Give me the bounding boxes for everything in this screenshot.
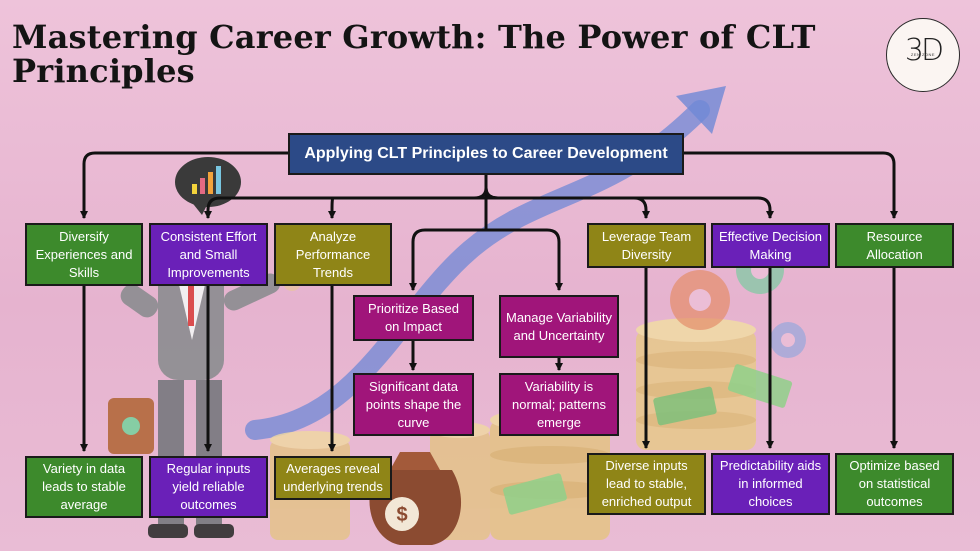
outcome-label: Regular inputs yield reliable outcomes	[166, 461, 251, 512]
banknote	[727, 364, 793, 408]
root-node: Applying CLT Principles to Career Develo…	[288, 133, 684, 175]
connector-root-to-consistent	[204, 187, 488, 219]
banknote	[503, 473, 567, 515]
outcome-analyze-trends: Averages reveal underlying trends	[274, 456, 392, 500]
root-node-label: Applying CLT Principles to Career Develo…	[304, 145, 668, 162]
logo-wordmark: ZEN ZONE	[910, 52, 936, 57]
outcome-label: Predictability aids in informed choices	[719, 458, 822, 509]
gear-icon-blue	[770, 322, 806, 358]
branch-label: Resource Allocation	[866, 228, 923, 262]
connector-root-to-resource	[684, 151, 898, 219]
logo: 3D ZEN ZONE	[886, 18, 960, 92]
money-bag-icon: $	[369, 452, 462, 545]
branch-resource-allocation: Resource Allocation	[835, 223, 954, 268]
connector-root-to-analyze	[328, 187, 499, 219]
outcome-label: Variety in data leads to stable average	[42, 461, 126, 512]
branch-diversify: Diversify Experiences and Skills	[25, 223, 143, 286]
outcome-label: Optimize based on statistical outcomes	[849, 458, 940, 509]
branch-label: Prioritize Based on Impact	[367, 301, 460, 334]
outcome-resource-allocation: Optimize based on statistical outcomes	[835, 453, 954, 515]
outcome-decision-making: Predictability aids in informed choices	[711, 453, 830, 515]
svg-text:$: $	[396, 504, 407, 526]
rising-arrow-head	[676, 86, 726, 134]
branch-leverage-diversity: Leverage Team Diversity	[587, 223, 706, 268]
branch-decision-making: Effective Decision Making	[711, 223, 830, 268]
gear-icon-orange	[670, 270, 730, 330]
banknote	[653, 386, 717, 426]
connector-root-to-prioritize	[409, 228, 486, 291]
outcome-label: Averages reveal underlying trends	[283, 461, 383, 494]
outcome-label: Variability is normal; patterns emerge	[512, 378, 606, 430]
bar-chart-bubble	[175, 157, 241, 215]
connector-root-to-diversify	[80, 151, 288, 219]
page-title: Mastering Career Growth: The Power of CL…	[12, 18, 816, 90]
branch-label: Leverage Team Diversity	[601, 228, 692, 262]
branch-prioritize-impact: Prioritize Based on Impact	[353, 295, 474, 341]
branch-label: Analyze Performance Trends	[295, 228, 371, 280]
connector-root-to-manage	[486, 228, 563, 291]
connector-root-to-leverage	[484, 187, 650, 219]
outcome-leverage-diversity: Diverse inputs lead to stable, enriched …	[587, 453, 706, 515]
outcome-consistent-effort: Regular inputs yield reliable outcomes	[149, 456, 268, 518]
branch-analyze-trends: Analyze Performance Trends	[274, 223, 392, 286]
outcome-label: Significant data points shape the curve	[365, 378, 462, 430]
branch-label: Consistent Effort and Small Improvements	[160, 228, 257, 280]
logo-mark: 3D	[904, 33, 944, 68]
branch-label: Effective Decision Making	[718, 228, 823, 262]
outcome-manage-variability: Variability is normal; patterns emerge	[499, 373, 619, 436]
connector-root-to-effective	[484, 187, 774, 219]
branch-label: Manage Variability and Uncertainty	[506, 309, 612, 343]
branch-label: Diversify Experiences and Skills	[35, 228, 133, 280]
outcome-prioritize-impact: Significant data points shape the curve	[353, 373, 474, 436]
outcome-diversify: Variety in data leads to stable average	[25, 456, 143, 518]
branch-manage-variability: Manage Variability and Uncertainty	[499, 295, 619, 358]
branch-consistent-effort: Consistent Effort and Small Improvements	[149, 223, 268, 286]
outcome-label: Diverse inputs lead to stable, enriched …	[601, 458, 692, 509]
